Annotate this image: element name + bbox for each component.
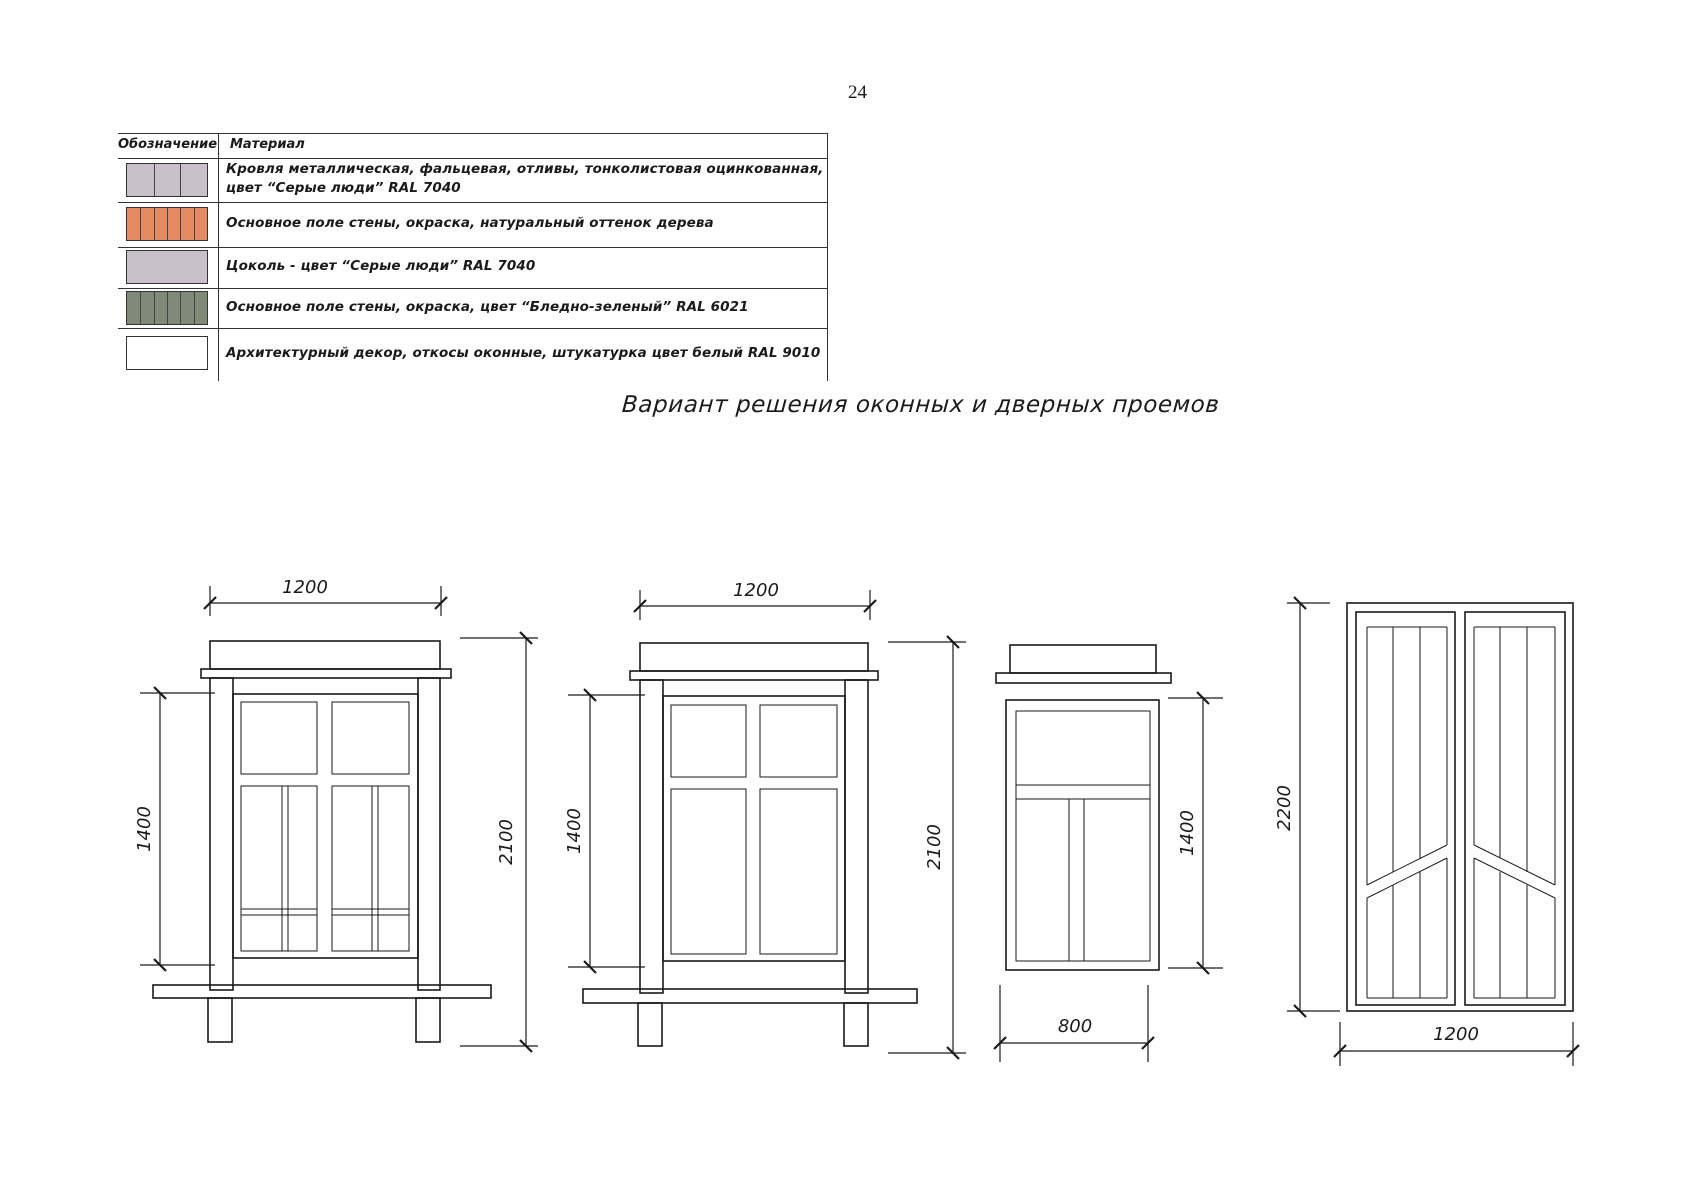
legend-text-plinth: Цоколь - цвет “Серые люди” RAL 7040: [226, 258, 536, 274]
legend-text-wall-wood: Основное поле стены, окраска, натуральны…: [226, 215, 714, 231]
legend-swatch-wall-green: [126, 291, 208, 325]
swatch-stripe: [180, 208, 182, 240]
window-1-transom-left: [240, 701, 318, 775]
swatch-stripe: [180, 292, 182, 324]
window-2-transom-left: [670, 704, 747, 778]
window-1-total-height-label: 2100: [496, 819, 517, 865]
legend-header-row: Обозначение Материал: [118, 133, 827, 159]
window-2-sash-right: [759, 788, 838, 955]
window-2-left-casing: [639, 679, 664, 994]
window-1-left-casing: [209, 677, 234, 991]
window-1-frame: [232, 693, 419, 959]
window-3: 1400 800: [993, 644, 1223, 1062]
window-2-right-casing: [844, 679, 869, 994]
legend-table: Обозначение Материал Кровля металлическа…: [118, 133, 828, 381]
window-1-width-label: 1200: [282, 577, 328, 598]
door: 2200 1200: [1274, 596, 1580, 1066]
legend-swatch-roof: [126, 163, 208, 197]
window-3-cornice: [995, 672, 1172, 684]
swatch-stripe: [153, 292, 155, 324]
window-1: 1200 1400 2100: [134, 577, 538, 1053]
window-2-frame: [662, 695, 846, 962]
window-2-bracket-left: [637, 1002, 663, 1047]
window-3-height-label: 1400: [1177, 810, 1198, 856]
window-2-cornice: [629, 670, 879, 681]
window-1-cornice: [200, 668, 452, 679]
window-3-frame: [1015, 710, 1151, 962]
window-1-right-casing: [417, 677, 441, 991]
window-2-width-label: 1200: [733, 580, 779, 601]
window-1-transom-right: [331, 701, 410, 775]
window-3-casing: [1005, 699, 1160, 971]
door-leaf-right: [1464, 611, 1566, 1006]
door-height-label: 2200: [1274, 785, 1295, 831]
swatch-stripe: [193, 292, 195, 324]
legend-row-wall-green: Основное поле стены, окраска, цвет “Блед…: [118, 288, 827, 329]
swatch-stripe: [167, 208, 168, 240]
window-2-bracket-right: [843, 1002, 869, 1047]
swatch-stripe: [167, 292, 168, 324]
window-1-sill: [152, 984, 492, 999]
window-1-sash-right: [331, 785, 410, 952]
legend-swatch-wall-wood: [126, 207, 208, 241]
legend-right-border: [827, 133, 828, 381]
swatch-stripe: [140, 208, 142, 240]
legend-header-material: Материал: [230, 137, 305, 152]
swatch-stripe: [153, 208, 155, 240]
door-frame: [1346, 602, 1574, 1012]
swatch-stripe: [180, 164, 182, 196]
window-2-total-height-label: 2100: [924, 824, 945, 870]
legend-header-designation: Обозначение: [118, 137, 218, 152]
window-3-cornice-top: [1009, 644, 1157, 674]
window-3-width-label: 800: [1058, 1016, 1092, 1037]
legend-row-decor: Архитектурный декор, откосы оконные, шту…: [118, 328, 827, 381]
page-number: 24: [848, 82, 867, 103]
legend-swatch-plinth: [126, 250, 208, 284]
window-2-height-label: 1400: [564, 808, 585, 854]
legend-swatch-decor: [126, 336, 208, 370]
legend-text-wall-green: Основное поле стены, окраска, цвет “Блед…: [226, 299, 749, 315]
window-2-sash-left: [670, 788, 747, 955]
window-1-height-label: 1400: [134, 806, 155, 852]
door-width-label: 1200: [1433, 1024, 1479, 1045]
window-1-sash-left: [240, 785, 318, 952]
door-leaf-left: [1355, 611, 1456, 1006]
legend-row-roof: Кровля металлическая, фальцевая, отливы,…: [118, 157, 827, 203]
window-2-sill: [582, 988, 918, 1004]
legend-row-plinth: Цоколь - цвет “Серые люди” RAL 7040: [118, 247, 827, 289]
swatch-stripe: [193, 208, 195, 240]
window-2: 1200 1400 2100: [564, 580, 966, 1060]
legend-text-roof: Кровля металлическая, фальцевая, отливы,…: [226, 161, 824, 196]
window-2-cornice-top: [639, 642, 869, 672]
window-1-cornice-top: [209, 640, 441, 670]
swatch-stripe: [153, 164, 155, 196]
legend-divider: [218, 133, 219, 381]
legend-text-decor: Архитектурный декор, откосы оконные, шту…: [226, 345, 821, 361]
swatch-stripe: [140, 292, 142, 324]
legend-row-wall-wood: Основное поле стены, окраска, натуральны…: [118, 202, 827, 248]
window-2-transom-right: [759, 704, 838, 778]
window-1-bracket-right: [415, 997, 441, 1043]
window-1-bracket-left: [207, 997, 233, 1043]
